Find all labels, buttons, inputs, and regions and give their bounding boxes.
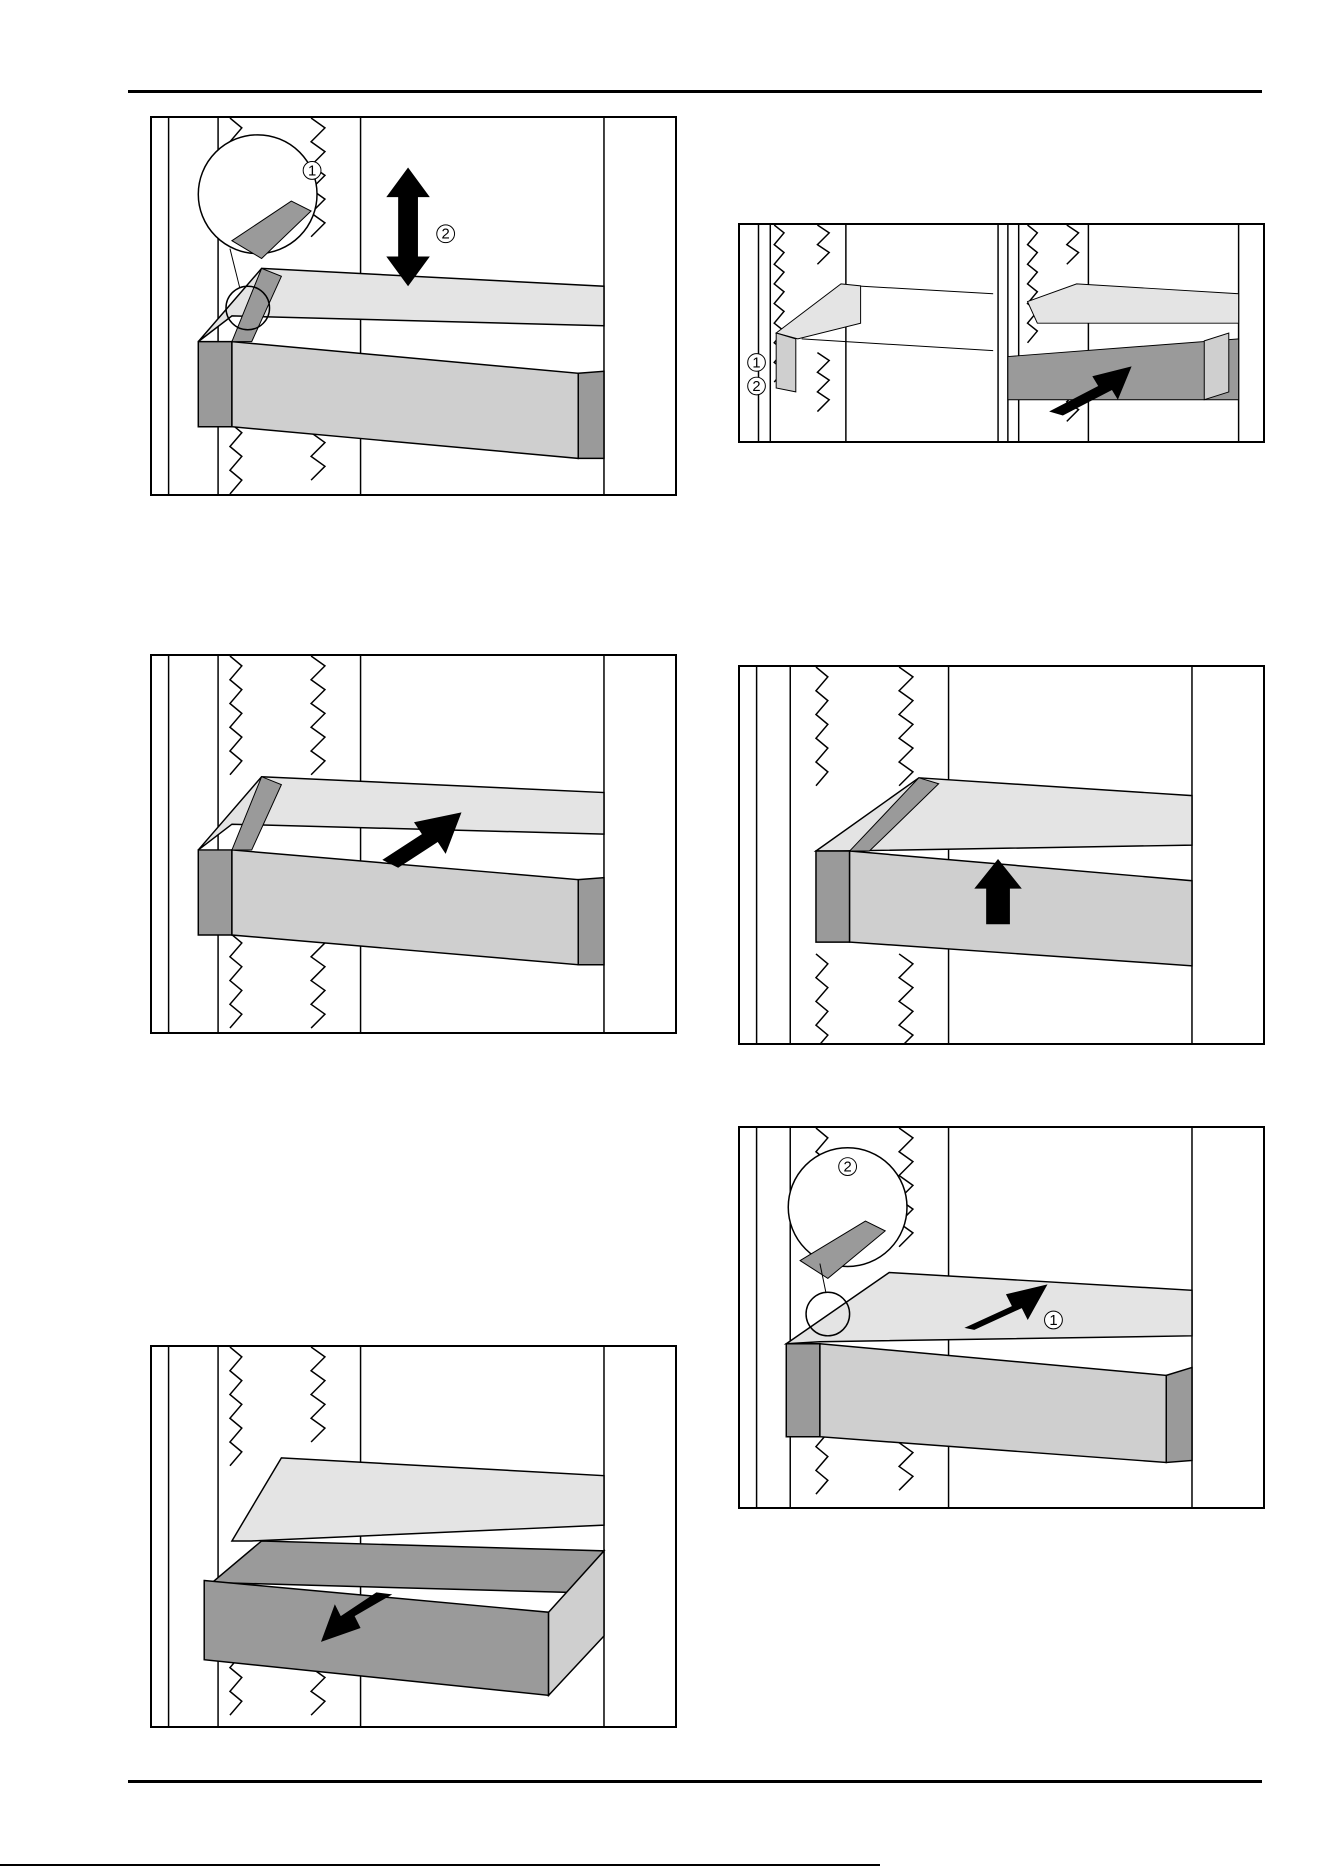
figure-rail-install: 1 2	[738, 223, 1265, 443]
figure-drawer-push-back	[150, 654, 677, 1034]
figure-drawer-lift	[738, 665, 1265, 1045]
callout-1: 1	[752, 355, 760, 371]
bottom-rule	[0, 1864, 880, 1866]
callout-2: 2	[442, 227, 450, 243]
callout-2: 2	[752, 379, 760, 395]
callout-1: 1	[1049, 1313, 1057, 1329]
figure-drawer-pull-out	[150, 1345, 677, 1728]
callout-2: 2	[843, 1160, 851, 1176]
header-rule	[128, 90, 1262, 93]
footer-rule	[128, 1780, 1262, 1783]
figure-drawer-remove: 2 1	[738, 1126, 1265, 1509]
callout-1: 1	[308, 163, 316, 179]
figure-drawer-height-adjust: 1 2	[150, 116, 677, 496]
